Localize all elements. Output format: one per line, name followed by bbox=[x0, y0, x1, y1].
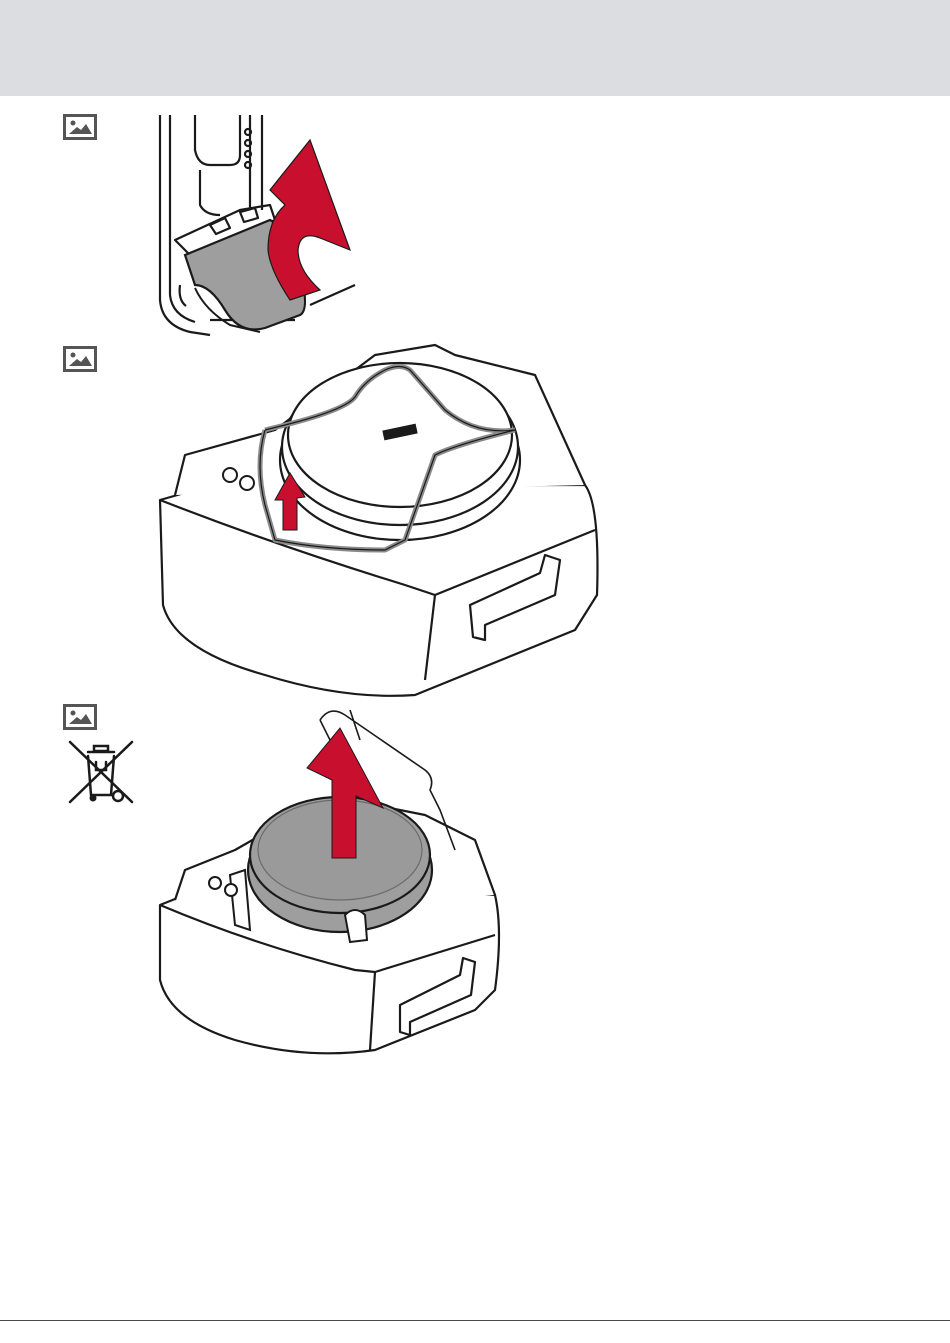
coin-battery-removal-illustration bbox=[155, 700, 505, 1060]
battery-clip-illustration bbox=[155, 335, 605, 700]
image-icon bbox=[63, 114, 97, 140]
footer-rule bbox=[0, 1320, 950, 1321]
image-icon bbox=[63, 346, 97, 372]
battery-cover-illustration bbox=[150, 110, 360, 345]
header-band bbox=[0, 0, 950, 96]
weee-crossed-bin-icon bbox=[66, 740, 136, 806]
image-icon bbox=[63, 704, 97, 730]
